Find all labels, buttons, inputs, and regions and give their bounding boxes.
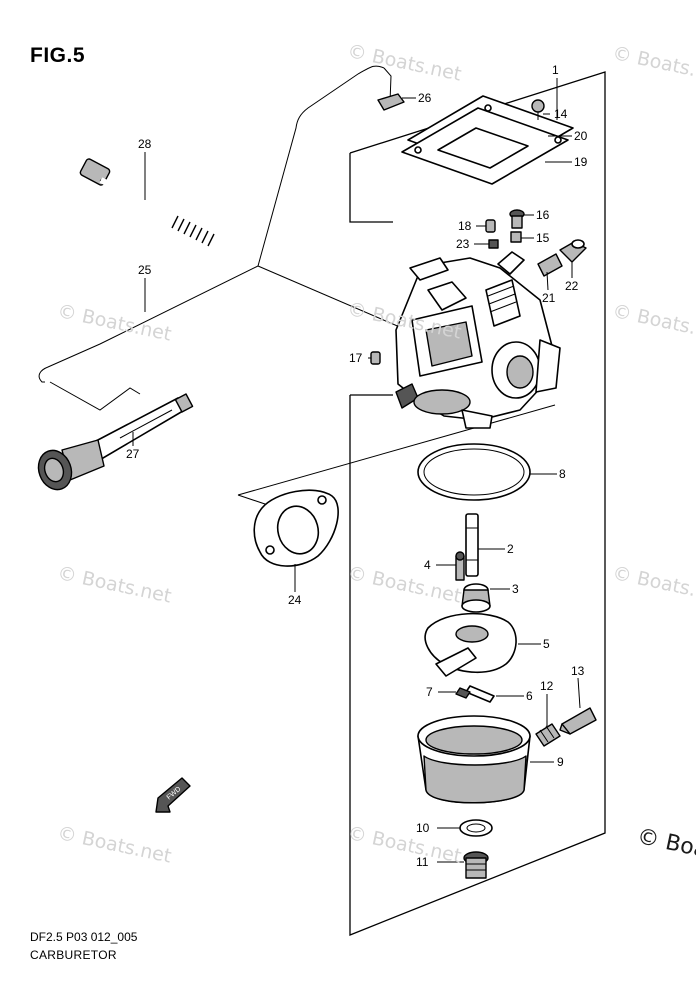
- callout-25: 25: [138, 263, 152, 277]
- callout-23: 23: [456, 237, 470, 251]
- callout-6: 6: [526, 689, 533, 703]
- callout-4: 4: [424, 558, 431, 572]
- callout-16: 16: [536, 208, 550, 222]
- jets: [455, 513, 491, 613]
- leader-lines: [132, 78, 581, 863]
- callout-27: 27: [126, 447, 140, 461]
- callout-19: 19: [574, 155, 588, 169]
- spring-and-screw: [537, 239, 587, 277]
- callout-12: 12: [540, 679, 554, 693]
- callout-17: 17: [349, 351, 363, 365]
- callout-8: 8: [559, 467, 566, 481]
- float-pin: [455, 685, 495, 703]
- throttle-link-rod: [38, 65, 405, 411]
- callout-2: 2: [507, 542, 514, 556]
- callout-5: 5: [543, 637, 550, 651]
- carburetor-body: [395, 251, 561, 429]
- top-gaskets: [401, 95, 574, 185]
- diagram-code: DF2.5 P03 012_005: [30, 930, 138, 944]
- callout-9: 9: [557, 755, 564, 769]
- callout-21: 21: [542, 291, 556, 305]
- float: [424, 612, 517, 677]
- drain-plug: [459, 819, 493, 879]
- figure-title: FIG.5: [30, 44, 86, 67]
- callout-18: 18: [458, 219, 472, 233]
- float-bowl: [417, 715, 531, 804]
- small-screws: [370, 99, 545, 365]
- callout-14: 14: [554, 107, 568, 121]
- callout-11: 11: [416, 855, 429, 869]
- callout-26: 26: [418, 91, 432, 105]
- choke-knob: [37, 393, 194, 491]
- callout-3: 3: [512, 582, 519, 596]
- callout-10: 10: [416, 821, 430, 835]
- forward-arrow-icon: [155, 777, 191, 813]
- callout-7: 7: [426, 685, 433, 699]
- callout-15: 15: [536, 231, 550, 245]
- o-ring: [417, 443, 531, 501]
- callout-28: 28: [138, 137, 152, 151]
- callout-1: 1: [552, 63, 559, 77]
- long-bolt: [79, 158, 215, 247]
- callout-numbers: 1 2 3 4 5 6 7 8 9 10 11 12 13 14 15 16 1…: [126, 63, 588, 869]
- section-label: CARBURETOR: [30, 948, 117, 962]
- pilot-screw-and-spring: [535, 707, 597, 747]
- callout-22: 22: [565, 279, 579, 293]
- callout-13: 13: [571, 664, 585, 678]
- flange-gasket: [253, 489, 339, 567]
- callout-24: 24: [288, 593, 302, 607]
- callout-20: 20: [574, 129, 588, 143]
